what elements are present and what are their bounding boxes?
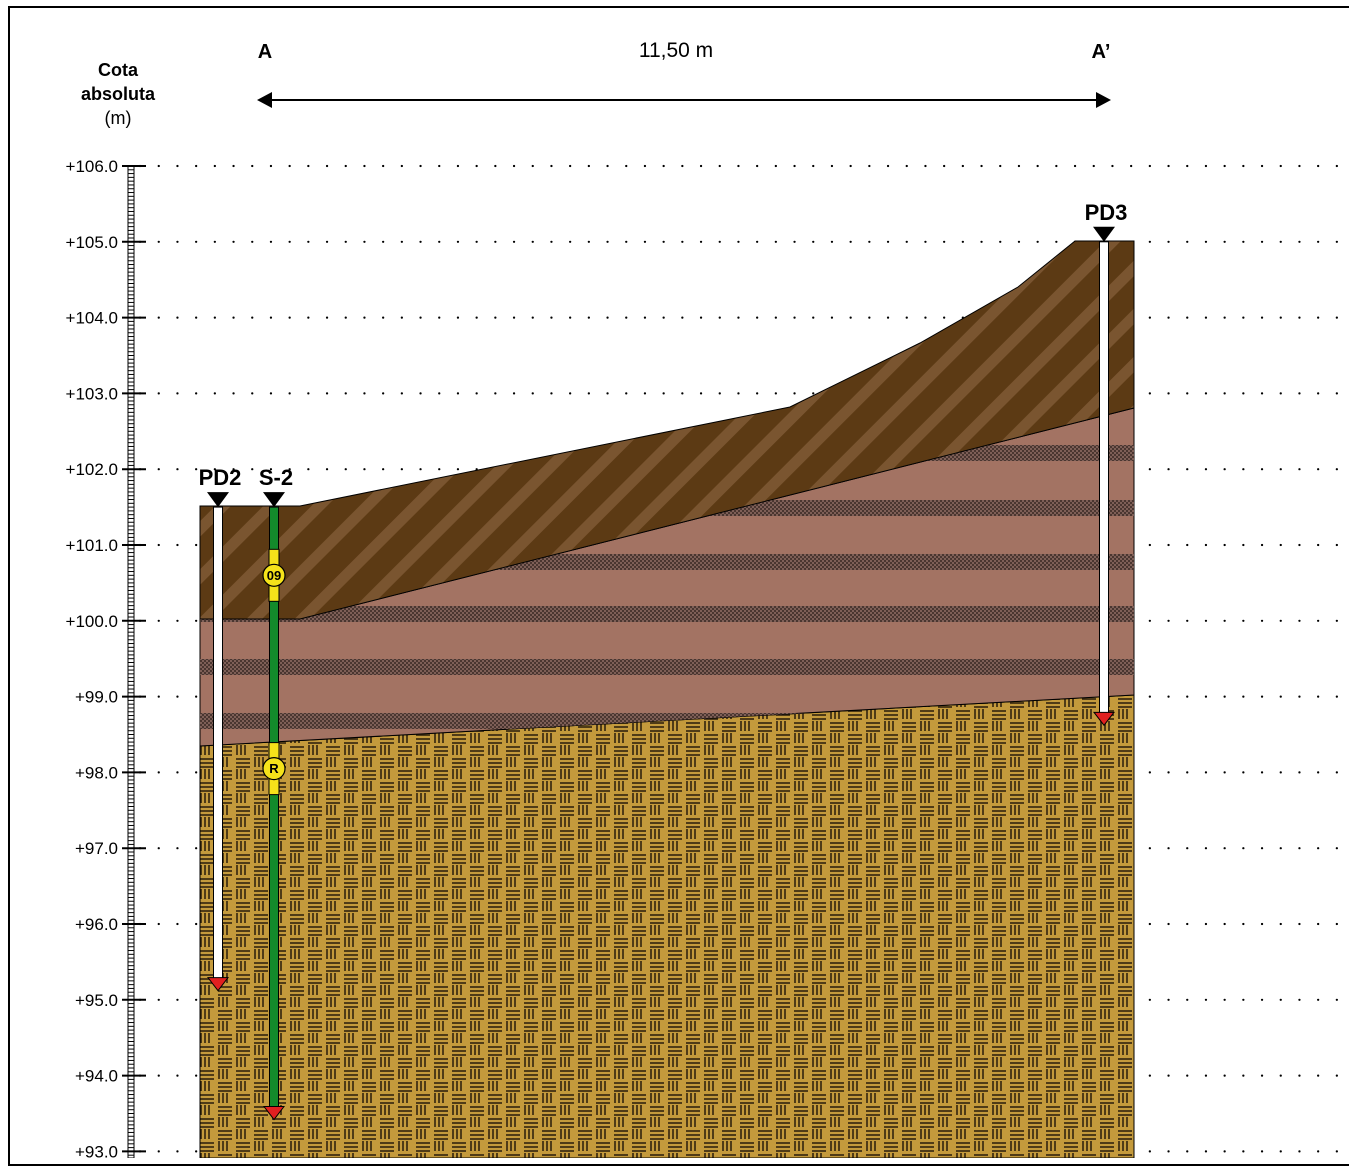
- section-end-label: A’: [1092, 41, 1111, 63]
- axis-tick-label: +100.0: [66, 612, 118, 631]
- boreholes: PD2 S-2 PD3 09R: [199, 200, 1128, 1121]
- axis-tick-label: +97.0: [75, 839, 118, 858]
- borehole-s-2: S-2: [259, 465, 293, 1121]
- axis-tick-label: +94.0: [75, 1067, 118, 1086]
- borehole-pd2: PD2: [199, 465, 242, 992]
- borehole-head-marker: [263, 492, 285, 508]
- sample-marker: 09: [262, 548, 286, 602]
- borehole-shaft: [1099, 241, 1109, 720]
- borehole-end-marker: [206, 977, 230, 992]
- borehole-head-marker: [1093, 226, 1115, 242]
- stratum-top-diagonal: [199, 240, 1135, 620]
- axis-minor-ticks: [128, 165, 134, 1156]
- axis-tick-label: +98.0: [75, 763, 118, 782]
- axis-tick-label: +95.0: [75, 991, 118, 1010]
- borehole-head-marker: [207, 492, 229, 508]
- borehole-end-marker: [262, 1106, 286, 1121]
- axis-tick-label: +103.0: [66, 384, 118, 403]
- borehole-pd3: PD3: [1085, 200, 1128, 727]
- axis-tick-label: +101.0: [66, 536, 118, 555]
- axis-tick-label: +96.0: [75, 915, 118, 934]
- axis-tick-label: +106.0: [66, 157, 118, 176]
- axis-tick-label: +102.0: [66, 460, 118, 479]
- borehole-label: PD2: [199, 465, 242, 490]
- axis-title-line2: absoluta: [81, 84, 156, 104]
- borehole-label: S-2: [259, 465, 293, 490]
- distance-arrow-right-head: [1096, 92, 1111, 108]
- strata: [199, 240, 1135, 1158]
- sample-label: 09: [267, 568, 281, 583]
- axis-tick-labels: +106.0 +105.0 +104.0 +103.0 +102.0 +101.0 +100…: [66, 157, 146, 1158]
- borehole-label: PD3: [1085, 200, 1128, 225]
- distance-arrow-left-head: [257, 92, 272, 108]
- axis-tick-label: +104.0: [66, 309, 118, 328]
- axis-unit: (m): [105, 108, 132, 128]
- section-header: A A’ 11,50 m: [257, 39, 1111, 108]
- elevation-axis: +106.0 +105.0 +104.0 +103.0 +102.0 +101.0 +100…: [66, 60, 156, 1158]
- sample-circle: [262, 757, 286, 781]
- borehole-end-marker: [1092, 711, 1116, 727]
- stratum-bottom-weave: [199, 694, 1135, 1158]
- axis-tick-label: +99.0: [75, 688, 118, 707]
- axis-tick-label: +93.0: [75, 1142, 118, 1158]
- axis-tick-label: +105.0: [66, 233, 118, 252]
- borehole-shaft: [213, 506, 223, 986]
- sample-marker: R: [262, 742, 286, 796]
- sample-circle: [262, 563, 286, 587]
- section-start-label: A: [258, 41, 272, 63]
- sample-label: R: [269, 761, 279, 776]
- section-distance-label: 11,50 m: [639, 39, 713, 62]
- axis-title-line1: Cota: [98, 60, 139, 80]
